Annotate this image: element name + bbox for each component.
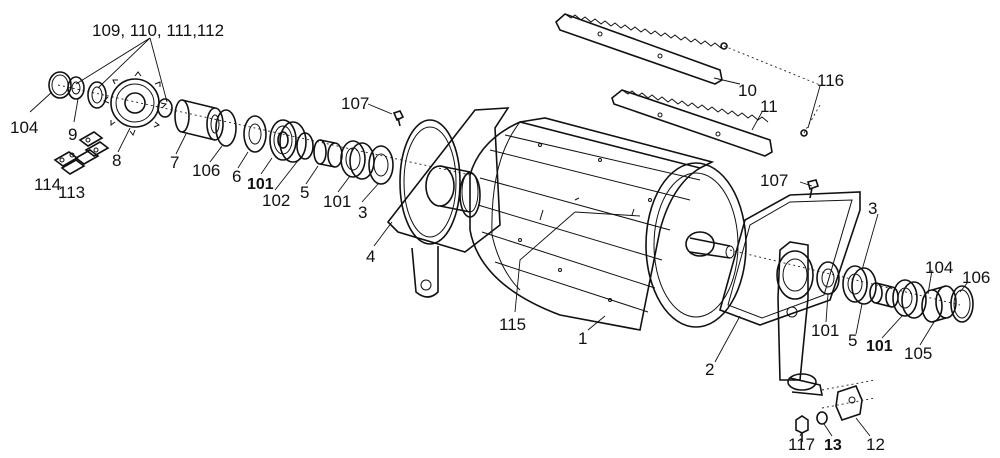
part-12-clamp-block (821, 379, 876, 421)
label-8: 8 (112, 151, 121, 170)
label-5-left: 5 (300, 183, 309, 202)
label-101-left-b: 101 (323, 192, 351, 211)
callout-labels: 109, 110, 111,112 104 9 8 7 106 6 101 10… (10, 21, 990, 454)
label-3-right: 3 (868, 199, 877, 218)
label-11: 11 (760, 97, 778, 116)
part-117-bolt (795, 415, 809, 442)
part-113-114-chain-links (53, 131, 110, 175)
label-13: 13 (824, 437, 842, 454)
part-2-side-plate-right (719, 191, 861, 396)
part-3-seal-right (842, 265, 877, 305)
label-5-right: 5 (848, 331, 857, 350)
label-106-left: 106 (192, 161, 220, 180)
label-4: 4 (366, 247, 375, 266)
part-105-cap (921, 285, 957, 323)
label-105: 105 (904, 344, 932, 363)
part-3-seal-left (368, 145, 394, 185)
label-101-right-a: 101 (811, 321, 839, 340)
label-104-left: 104 (10, 118, 38, 137)
label-109-112: 109, 110, 111,112 (92, 21, 224, 40)
part-104-106-circlip-right (950, 285, 974, 323)
label-101-right-b: 101 (866, 338, 893, 355)
part-9-washer (67, 76, 85, 100)
part-102-washer (296, 132, 314, 160)
part-107-grease-nipple-right (807, 179, 820, 199)
part-10-knife-upper (555, 13, 723, 85)
part-109-spacer (87, 81, 107, 109)
part-4-side-plate-left (386, 107, 510, 298)
part-6-washer (243, 115, 267, 153)
label-3-left: 3 (358, 203, 367, 222)
label-102: 102 (262, 191, 290, 210)
label-7: 7 (170, 153, 179, 172)
label-2: 2 (705, 360, 714, 379)
part-101-bearing-left-a (269, 119, 307, 163)
label-101-left-a: 101 (247, 176, 274, 193)
part-8-sprocket (103, 71, 173, 137)
label-116: 116 (817, 71, 844, 90)
label-115: 115 (499, 315, 526, 334)
leader-lines (29, 37, 969, 437)
part-11-knife-lower (611, 89, 773, 157)
part-13-washer (816, 411, 828, 425)
part-1-drum (459, 117, 747, 331)
label-106-right: 106 (962, 268, 990, 287)
part-101-bearing-right-b (892, 279, 927, 319)
label-10: 10 (738, 81, 757, 100)
label-114: 114 (34, 175, 61, 194)
part-101-bearing-right-a (816, 261, 840, 295)
part-106-circlip (215, 109, 237, 147)
part-116-bolts (720, 42, 821, 137)
label-6: 6 (232, 167, 241, 186)
label-113: 113 (58, 183, 85, 202)
label-9: 9 (68, 125, 77, 144)
label-117: 117 (788, 435, 815, 454)
label-104-right: 104 (925, 258, 953, 277)
label-1: 1 (578, 329, 587, 348)
part-107-grease-nipple-left (392, 110, 405, 127)
part-7-bushing (174, 99, 224, 141)
label-12: 12 (866, 435, 885, 454)
label-107-left: 107 (341, 94, 369, 113)
label-107-right: 107 (760, 171, 788, 190)
